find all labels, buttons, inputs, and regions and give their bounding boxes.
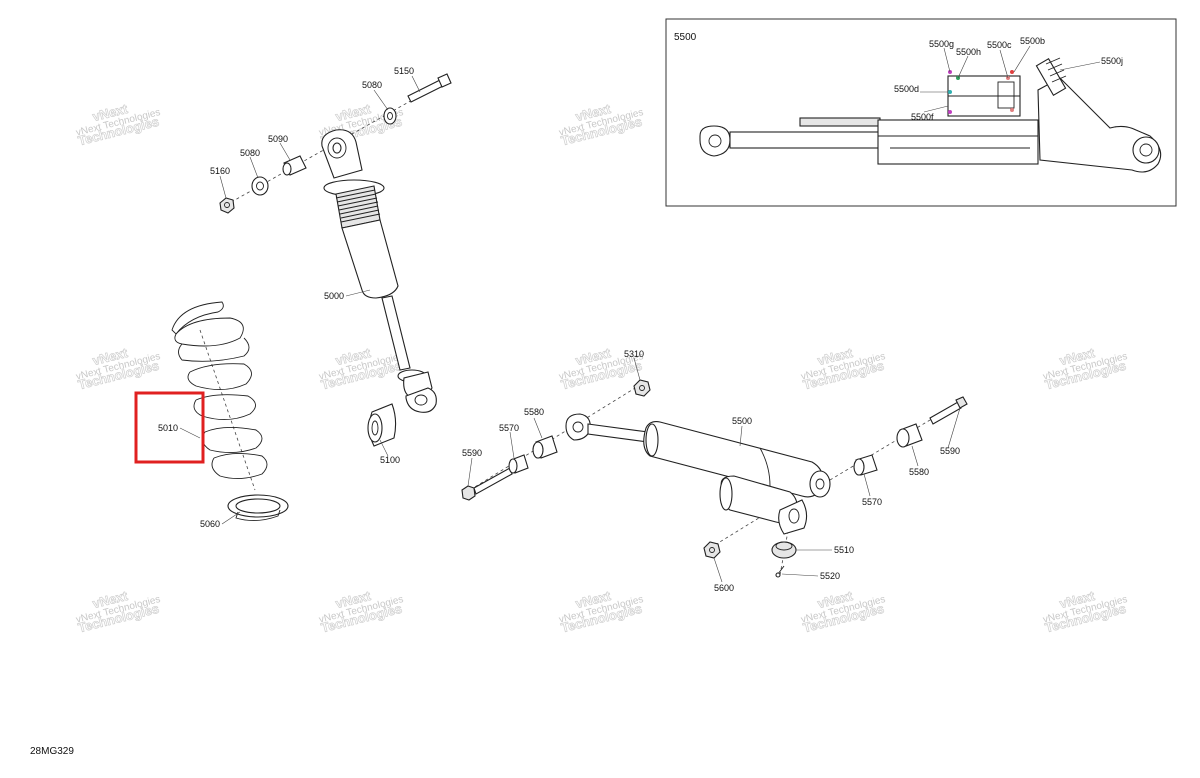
watermark: vNext vNext Technologies Technologies: [558, 100, 645, 148]
callout-5590-right: 5590: [940, 446, 960, 456]
spacer-5090[interactable]: [282, 155, 307, 176]
callout-5000: 5000: [324, 291, 344, 301]
callout-5500c: 5500c: [987, 40, 1012, 50]
watermark: vNext vNext Technologies Technologies: [75, 100, 162, 148]
callout-5080-top: 5080: [362, 80, 382, 90]
shock-hardware-group: [219, 73, 452, 214]
callout-5500: 5500: [732, 416, 752, 426]
inset-leaders: [920, 45, 1101, 113]
callout-5500g: 5500g: [929, 39, 954, 49]
watermark: vNext vNext Technologies Technologies: [318, 587, 405, 635]
damper-hardware-group: [461, 379, 968, 578]
callout-5150: 5150: [394, 66, 414, 76]
watermark: vNext vNext Technologies Technologies: [1042, 587, 1129, 635]
bolt-5590-right[interactable]: [929, 396, 968, 425]
callout-5590-left: 5590: [462, 448, 482, 458]
callout-5510: 5510: [834, 545, 854, 555]
bushing-5100[interactable]: [367, 403, 397, 447]
sleeve-5570-right[interactable]: [853, 454, 878, 476]
inset-5500: 5500: [665, 18, 1177, 207]
callout-labels: 5150 5080 5090 5080 5160 5000 5010 5060 …: [158, 66, 960, 593]
inset-damper-section: [699, 57, 1162, 173]
callout-5500f: 5500f: [911, 112, 934, 122]
inset-title: 5500: [674, 32, 697, 43]
callout-5090: 5090: [268, 134, 288, 144]
watermark: vNext vNext Technologies Technologies: [318, 344, 405, 392]
watermark: vNext vNext Technologies Technologies: [800, 344, 887, 392]
screw-5520[interactable]: [775, 565, 785, 578]
highlight-box: [134, 391, 205, 464]
leader-lines: [179, 75, 961, 583]
shock-5000[interactable]: [321, 129, 437, 413]
callout-5570-right: 5570: [862, 497, 882, 507]
sleeve-5570-left[interactable]: [508, 454, 529, 474]
callout-5060: 5060: [200, 519, 220, 529]
callout-5310: 5310: [624, 349, 644, 359]
callout-5520: 5520: [820, 571, 840, 581]
callout-5500j: 5500j: [1101, 56, 1123, 66]
watermark: vNext vNext Technologies Technologies: [558, 587, 645, 635]
nut-5600[interactable]: [703, 541, 721, 559]
washer-5080-top[interactable]: [383, 107, 397, 125]
watermark: vNext vNext Technologies Technologies: [800, 587, 887, 635]
callout-5500b: 5500b: [1020, 36, 1045, 46]
diagram-reference: 28MG329: [30, 746, 74, 757]
watermark: vNext vNext Technologies Technologies: [75, 344, 162, 392]
callout-5100: 5100: [380, 455, 400, 465]
callout-5500d: 5500d: [894, 84, 919, 94]
callout-5580-right: 5580: [909, 467, 929, 477]
bolt-5150[interactable]: [407, 73, 452, 103]
callout-5570-left: 5570: [499, 423, 519, 433]
watermark: vNext vNext Technologies Technologies: [1042, 344, 1129, 392]
callout-5600: 5600: [714, 583, 734, 593]
watermark: vNext vNext Technologies Technologies: [75, 587, 162, 635]
bushing-5580-right[interactable]: [896, 423, 923, 448]
washer-5080[interactable]: [251, 176, 269, 196]
bushing-5580-left[interactable]: [532, 435, 558, 459]
nut-5310[interactable]: [633, 379, 651, 397]
callout-5160: 5160: [210, 166, 230, 176]
callout-5500h: 5500h: [956, 47, 981, 57]
bolt-5590-left[interactable]: [461, 467, 513, 501]
knob-5510[interactable]: [771, 541, 797, 559]
spring-5010[interactable]: [171, 301, 268, 491]
callout-5080: 5080: [240, 148, 260, 158]
nut-5160[interactable]: [219, 197, 235, 214]
callout-5580-left: 5580: [524, 407, 544, 417]
spring-seat-5060[interactable]: [227, 494, 289, 521]
watermark: vNext vNext Technologies Technologies: [558, 344, 645, 392]
callout-5010[interactable]: 5010: [158, 423, 178, 433]
damper-5500[interactable]: [565, 413, 831, 535]
